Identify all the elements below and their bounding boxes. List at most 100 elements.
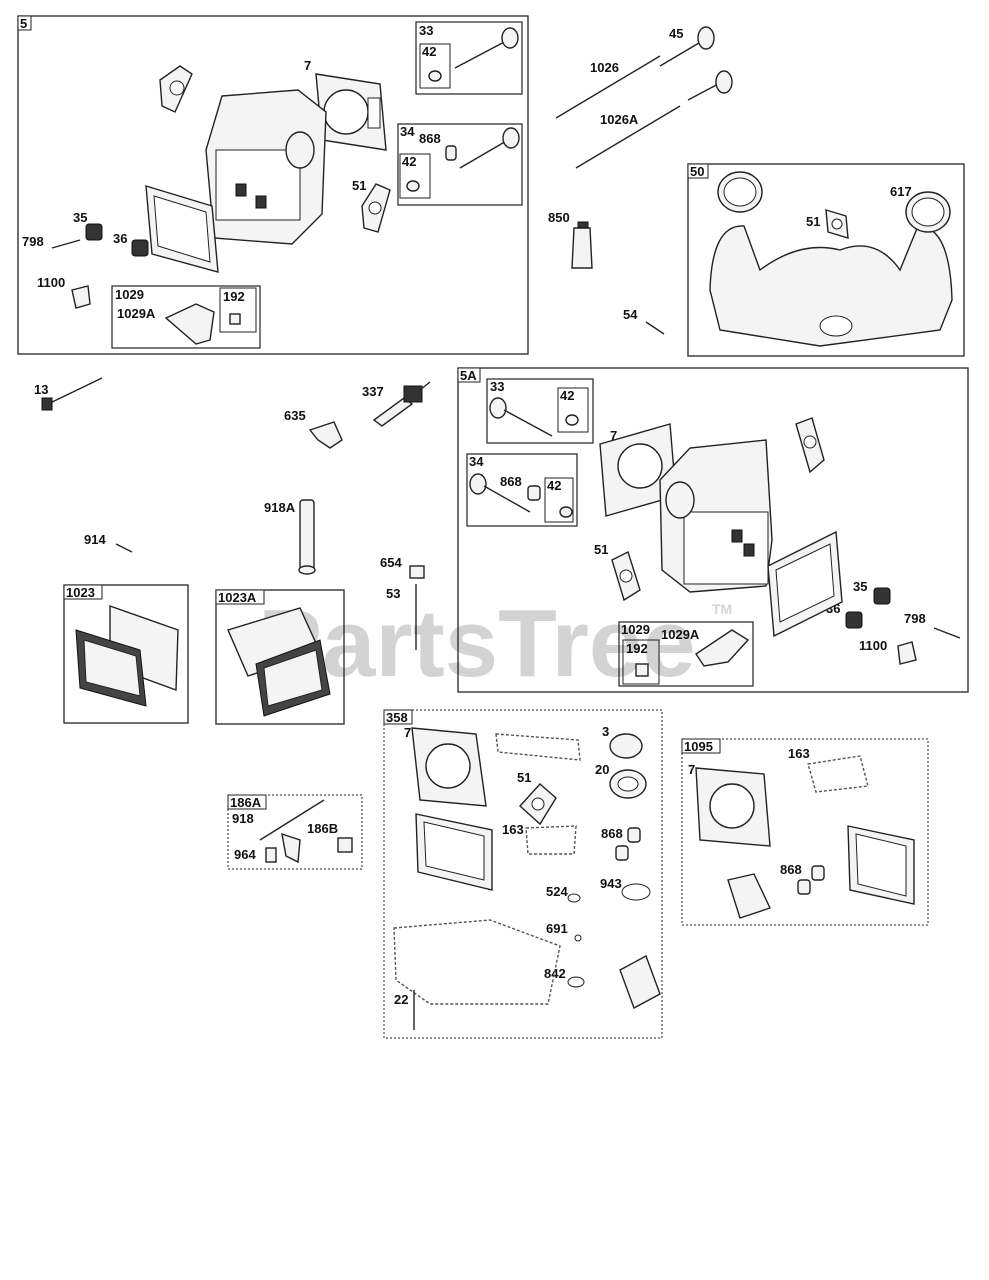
bolt-icon[interactable] <box>645 321 665 335</box>
group-label-42: 42 <box>422 44 436 59</box>
retainer-icon[interactable] <box>71 285 91 309</box>
callout-617: 617 <box>890 184 912 199</box>
retainer-icon[interactable] <box>897 641 917 665</box>
spring-icon[interactable] <box>845 587 961 639</box>
group-label-5A: 5A <box>460 368 477 383</box>
watermark-tm: TM <box>712 601 732 617</box>
callout-1100: 1100 <box>37 275 65 290</box>
callout-798b: 798 <box>904 611 926 626</box>
gasket-kit-icon[interactable] <box>695 755 915 919</box>
callout-51c: 51 <box>594 542 608 557</box>
group-label-1023A: 1023A <box>218 590 257 605</box>
bolt-icon[interactable] <box>41 377 103 411</box>
valve-icon[interactable] <box>489 397 579 437</box>
group-label-186A: 186A <box>230 795 262 810</box>
callout-1029A: 1029A <box>117 306 156 321</box>
callout-918: 918 <box>232 811 254 826</box>
screw-icon[interactable] <box>115 543 133 553</box>
callout-7c: 7 <box>404 725 411 740</box>
callout-186B: 186B <box>307 821 338 836</box>
callout-868c: 868 <box>601 826 623 841</box>
spark-plug-boot-icon[interactable] <box>308 421 343 449</box>
group-label-5: 5 <box>20 16 27 31</box>
valve-cover-gasket-icon[interactable] <box>767 530 843 638</box>
spring-icon[interactable] <box>51 223 149 257</box>
callout-163: 163 <box>502 822 524 837</box>
callout-798: 798 <box>22 234 44 249</box>
group-box-1023A <box>215 589 345 725</box>
callout-943: 943 <box>600 876 622 891</box>
callout-524: 524 <box>546 884 568 899</box>
callout-868: 868 <box>419 131 441 146</box>
group-label-1095: 1095 <box>684 739 713 754</box>
callout-35: 35 <box>73 210 87 225</box>
push-rod-icon[interactable] <box>555 55 681 169</box>
valve-icon[interactable] <box>687 70 733 101</box>
callout-163b: 163 <box>788 746 810 761</box>
callout-337: 337 <box>362 384 384 399</box>
callout-53: 53 <box>386 586 400 601</box>
valve-icon[interactable] <box>428 27 519 82</box>
callout-654: 654 <box>380 555 402 570</box>
group-label-192: 192 <box>223 289 245 304</box>
exhaust-manifold-icon[interactable] <box>709 225 953 347</box>
intake-gasket-icon[interactable] <box>825 209 849 239</box>
callout-850: 850 <box>548 210 570 225</box>
callout-842: 842 <box>544 966 566 981</box>
callout-635: 635 <box>284 408 306 423</box>
callout-691: 691 <box>546 921 568 936</box>
callout-20: 20 <box>595 762 609 777</box>
valve-icon[interactable] <box>406 127 520 192</box>
stud-nut-icon[interactable] <box>409 565 425 650</box>
valve-icon[interactable] <box>469 473 573 518</box>
intake-gasket-icon[interactable] <box>361 183 391 233</box>
callout-54: 54 <box>623 307 638 322</box>
callout-3: 3 <box>602 724 609 739</box>
callout-45: 45 <box>669 26 683 41</box>
group-box-34b <box>466 453 578 527</box>
valve-icon[interactable] <box>659 26 715 67</box>
group-label-192b: 192 <box>626 641 648 656</box>
callout-868b: 868 <box>500 474 522 489</box>
rocker-arm-icon[interactable] <box>635 629 750 677</box>
group-label-42c: 42 <box>560 388 574 403</box>
callout-1029Ab: 1029A <box>661 627 700 642</box>
callout-1026: 1026 <box>590 60 619 75</box>
callout-35b: 35 <box>853 579 867 594</box>
callout-914: 914 <box>84 532 106 547</box>
callout-868d: 868 <box>780 862 802 877</box>
valve-cover-gasket-icon[interactable] <box>145 185 219 273</box>
group-label-33b: 33 <box>490 379 504 394</box>
group-label-1029b: 1029 <box>621 622 650 637</box>
exhaust-seal-icon[interactable] <box>717 171 951 233</box>
valve-cover-icon[interactable] <box>75 605 179 707</box>
callout-51: 51 <box>352 178 366 193</box>
group-box-5 <box>17 15 529 355</box>
exhaust-gasket-icon[interactable] <box>795 417 825 474</box>
group-box-33b <box>486 378 594 444</box>
group-box-1029b <box>618 621 754 687</box>
breather-tube-icon[interactable] <box>298 499 316 575</box>
gasket-set-icon[interactable] <box>393 727 661 1030</box>
group-label-33: 33 <box>419 23 433 38</box>
group-label-358: 358 <box>386 710 408 725</box>
cylinder-head-icon[interactable] <box>205 89 327 245</box>
exhaust-gasket-icon[interactable] <box>159 65 193 113</box>
sealant-tube-icon[interactable] <box>571 221 593 269</box>
head-gasket-icon[interactable] <box>315 73 387 151</box>
intake-gasket-icon[interactable] <box>611 551 641 602</box>
callout-51b: 51 <box>806 214 820 229</box>
group-label-42d: 42 <box>547 478 561 493</box>
group-label-42b: 42 <box>402 154 416 169</box>
callout-1026A: 1026A <box>600 112 639 127</box>
head-gasket-icon[interactable] <box>599 423 677 517</box>
breather-hose-icon[interactable] <box>259 799 353 864</box>
spark-plug-icon[interactable] <box>372 381 431 427</box>
callout-22: 22 <box>394 992 408 1007</box>
group-label-1023: 1023 <box>66 585 95 600</box>
cylinder-head-icon[interactable] <box>659 439 773 593</box>
rocker-arm-icon[interactable] <box>164 303 241 345</box>
group-box-5A <box>457 367 969 693</box>
valve-cover-icon[interactable] <box>227 607 331 717</box>
